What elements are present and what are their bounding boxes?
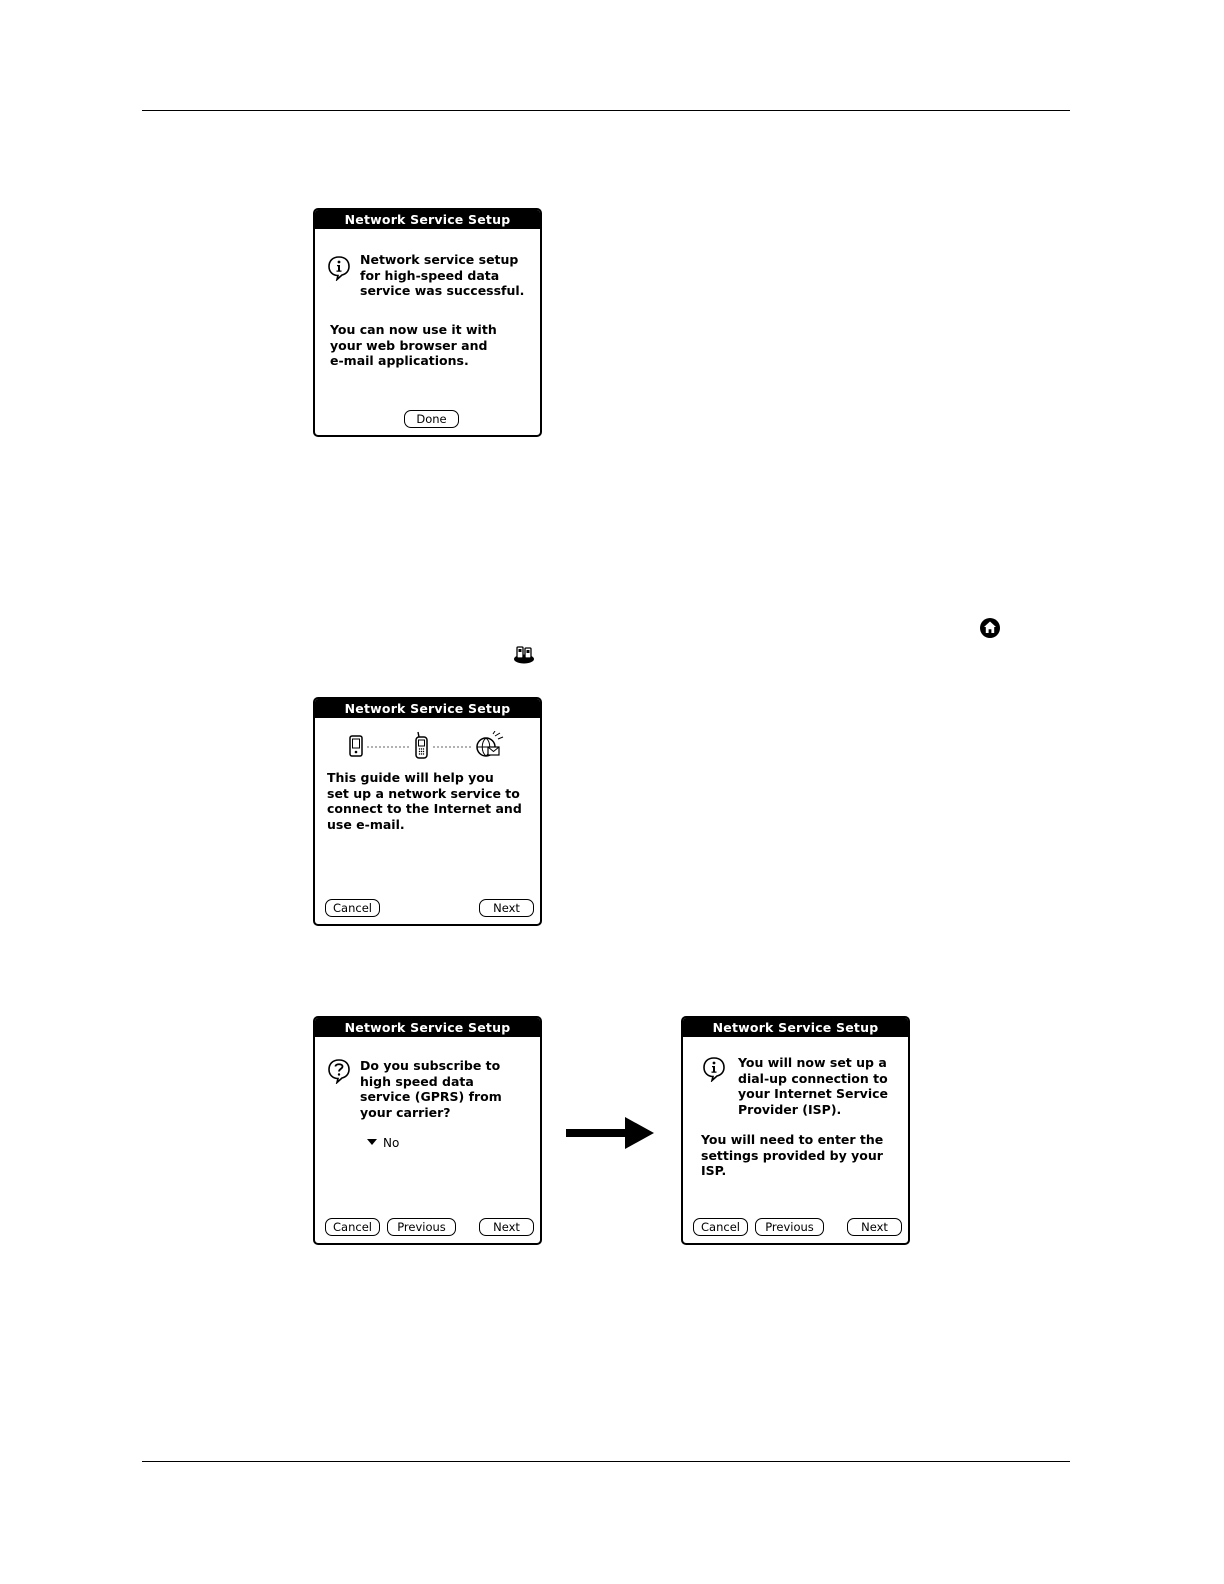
right-arrow-icon — [566, 1117, 654, 1149]
header-rule — [142, 110, 1070, 111]
isp-setup-dialog: Network Service Setup You will now set u… — [681, 1016, 910, 1245]
cancel-button[interactable]: Cancel — [325, 899, 380, 917]
home-icon — [980, 618, 1000, 638]
guide-message: This guide will help you set up a networ… — [327, 770, 522, 833]
gprs-question: Do you subscribe to high speed data serv… — [360, 1058, 502, 1121]
done-button[interactable]: Done — [404, 410, 459, 428]
gprs-subscription-selector[interactable]: No — [367, 1136, 399, 1150]
isp-message: You will now set up a dial-up connection… — [738, 1055, 888, 1118]
network-setup-app-icon — [514, 646, 534, 664]
info-icon — [328, 256, 350, 281]
gprs-question-dialog: Network Service Setup Do you subscribe t… — [313, 1016, 542, 1245]
dialog-title: Network Service Setup — [683, 1018, 908, 1037]
dialog-title: Network Service Setup — [315, 210, 540, 229]
success-message: Network service setup for high-speed dat… — [360, 252, 525, 299]
previous-button[interactable]: Previous — [387, 1218, 456, 1236]
selected-value: No — [383, 1136, 400, 1150]
dialog-title: Network Service Setup — [315, 1018, 540, 1037]
cancel-button[interactable]: Cancel — [325, 1218, 380, 1236]
next-button[interactable]: Next — [847, 1218, 902, 1236]
isp-detail: You will need to enter the settings prov… — [701, 1132, 884, 1179]
next-button[interactable]: Next — [479, 1218, 534, 1236]
success-detail: You can now use it with your web browser… — [330, 322, 497, 369]
info-icon — [703, 1057, 725, 1082]
dropdown-arrow-icon — [367, 1139, 377, 1145]
cancel-button[interactable]: Cancel — [693, 1218, 748, 1236]
previous-button[interactable]: Previous — [755, 1218, 824, 1236]
question-icon — [328, 1059, 350, 1084]
setup-success-dialog: Network Service Setup Network service se… — [313, 208, 542, 437]
handheld-phone-internet-illustration — [349, 731, 504, 759]
next-button[interactable]: Next — [479, 899, 534, 917]
setup-guide-dialog: Network Service Setup — [313, 697, 542, 926]
footer-rule — [142, 1461, 1070, 1462]
dialog-title: Network Service Setup — [315, 699, 540, 718]
